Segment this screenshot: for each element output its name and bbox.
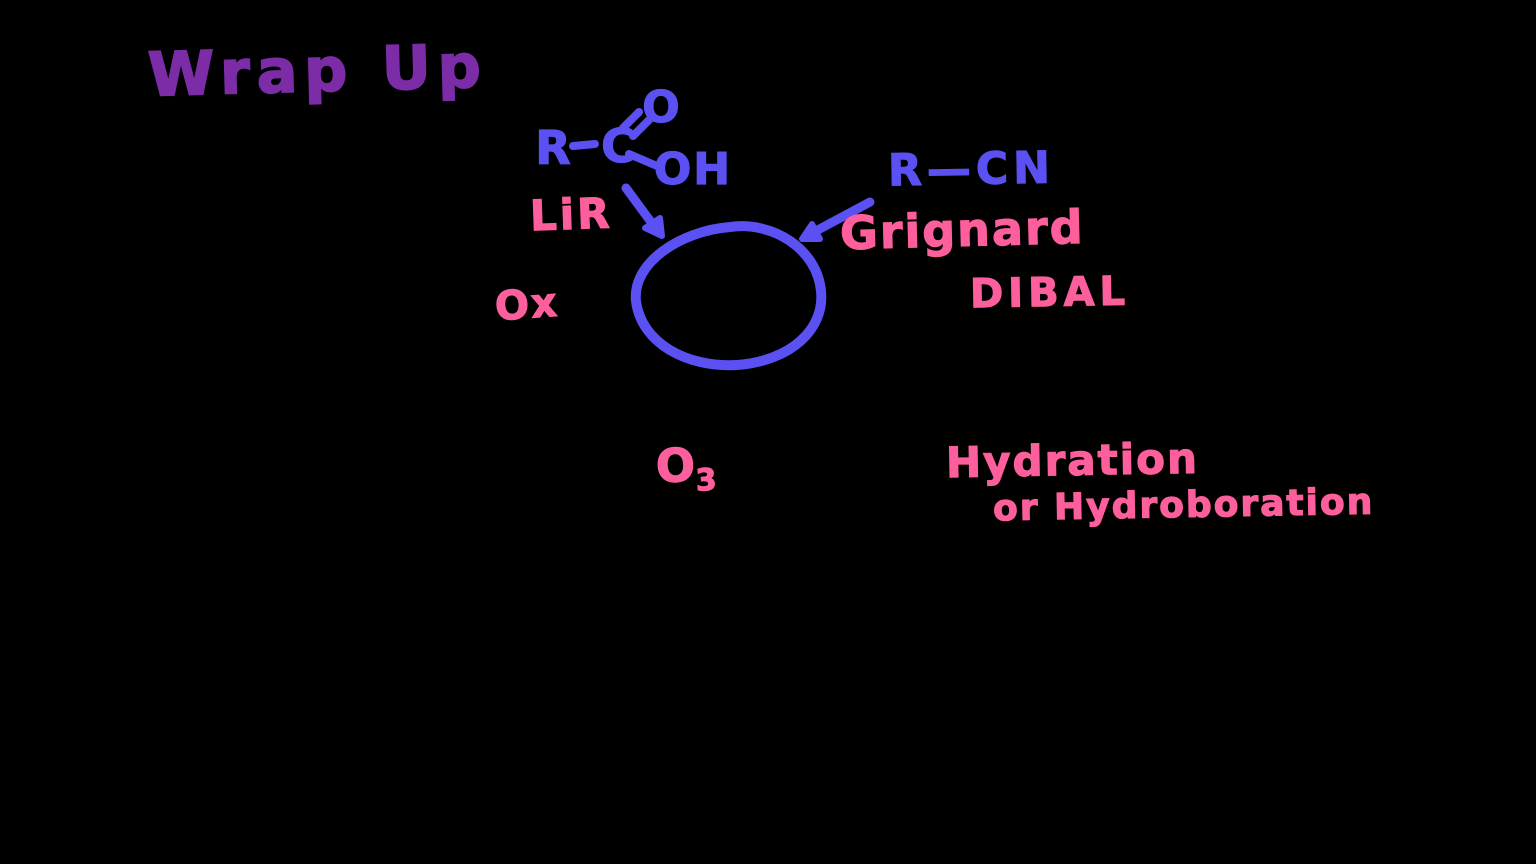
acid-r-label: R	[535, 121, 570, 175]
carboxylic-acid-structure: R C O OH	[535, 81, 732, 195]
acid-hydroxyl-label: OH	[654, 144, 732, 195]
oval-highlight	[630, 221, 827, 371]
arrow-down-right-icon	[621, 183, 665, 239]
ozone-symbol: O	[654, 437, 697, 494]
ozone-subscript: 3	[694, 462, 718, 499]
hydration-label-line2: or Hydroboration	[992, 481, 1375, 530]
oxidation-reagent-label: Ox	[493, 279, 561, 331]
lir-reagent-label: LiR	[529, 188, 614, 241]
acid-r-c-bond	[569, 140, 599, 150]
hydration-label-line1: Hydration	[945, 433, 1200, 488]
acid-carbonyl-o-label: O	[642, 82, 679, 133]
ozone-reagent-label: O3	[654, 436, 718, 500]
acid-double-bond-stroke-2	[629, 116, 653, 140]
grignard-reagent-label: Grignard	[839, 199, 1086, 261]
dibal-reagent-label: DIBAL	[969, 268, 1131, 318]
acid-double-bond-stroke-1	[619, 108, 643, 132]
arrow-down-left-icon	[799, 197, 875, 242]
acid-c-oh-bond	[625, 150, 661, 170]
acid-c-label: C	[601, 119, 635, 173]
page-title: Wrap Up	[146, 31, 489, 112]
nitrile-label: R—CN	[887, 142, 1056, 197]
